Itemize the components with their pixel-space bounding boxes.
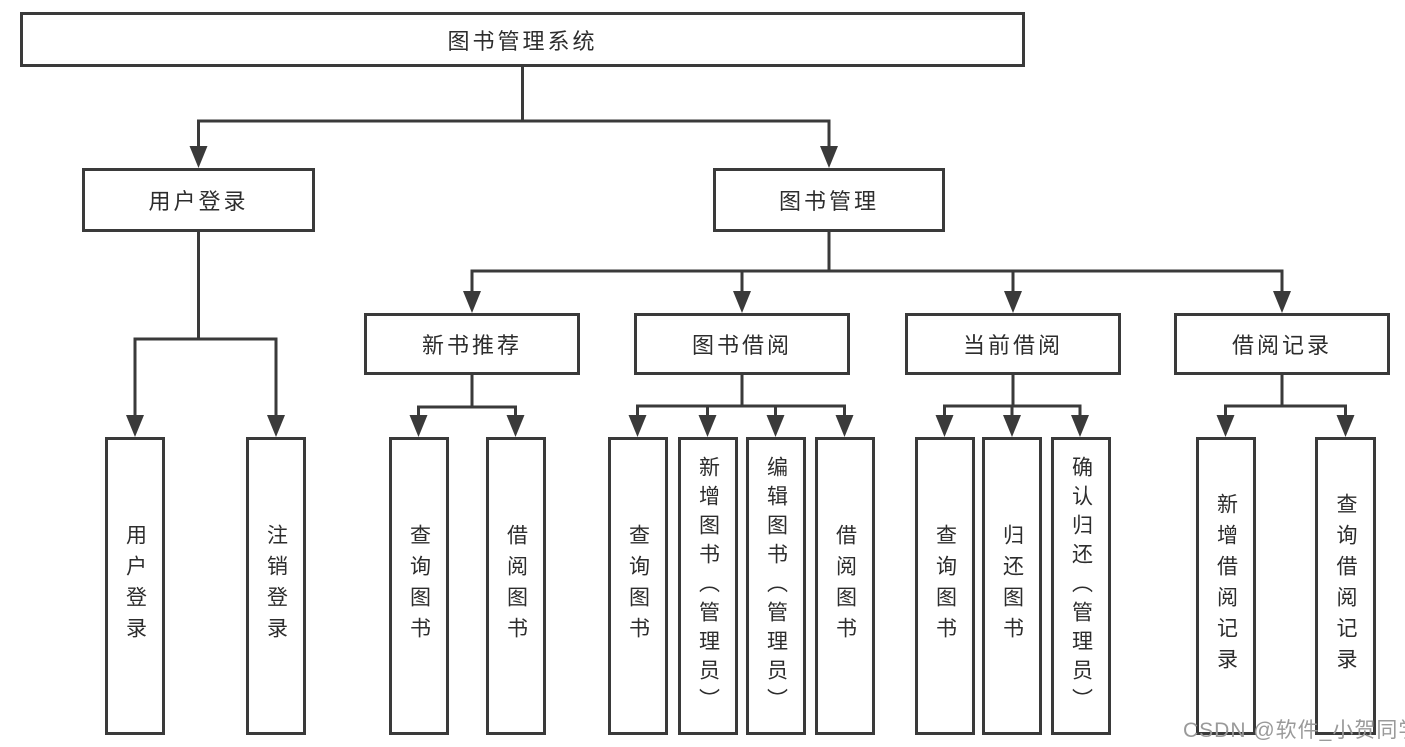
connector-borrow-record-split [1216, 373, 1355, 437]
node-confirm-return-admin: 确认归还（管理员） [1051, 437, 1111, 735]
node-add-borrow-record: 新增借阅记录 [1196, 437, 1256, 735]
node-book-borrowing: 图书借阅 [634, 313, 850, 375]
node-current-borrowing: 当前借阅 [905, 313, 1121, 375]
node-borrow-borrow-books: 借阅图书 [815, 437, 875, 735]
node-book-management: 图书管理 [713, 168, 945, 232]
node-borrow-query-books: 查询图书 [608, 437, 668, 735]
connector-user-login-split [126, 230, 285, 437]
node-recommend-query-books: 查询图书 [389, 437, 449, 735]
connector-root-split [189, 65, 838, 168]
node-user-login-leaf: 用户登录 [105, 437, 165, 735]
connector-book-borrow-split [628, 373, 854, 437]
node-borrowing-records: 借阅记录 [1174, 313, 1390, 375]
node-recommend-borrow-books: 借阅图书 [486, 437, 546, 735]
node-return-books: 归还图书 [982, 437, 1042, 735]
node-add-books-admin: 新增图书（管理员） [678, 437, 738, 735]
node-user-login: 用户登录 [82, 168, 315, 232]
connector-book-management-split [463, 230, 1291, 313]
connector-new-book-split [409, 373, 525, 437]
watermark: CSDN @软件_小贺同学 [1183, 719, 1405, 742]
node-new-book-recommend: 新书推荐 [364, 313, 580, 375]
connector-current-borrow-split [935, 373, 1089, 437]
node-current-query-books: 查询图书 [915, 437, 975, 735]
node-root: 图书管理系统 [20, 12, 1025, 67]
node-logout-leaf: 注销登录 [246, 437, 306, 735]
node-query-borrow-record: 查询借阅记录 [1315, 437, 1376, 735]
node-edit-books-admin: 编辑图书（管理员） [746, 437, 806, 735]
